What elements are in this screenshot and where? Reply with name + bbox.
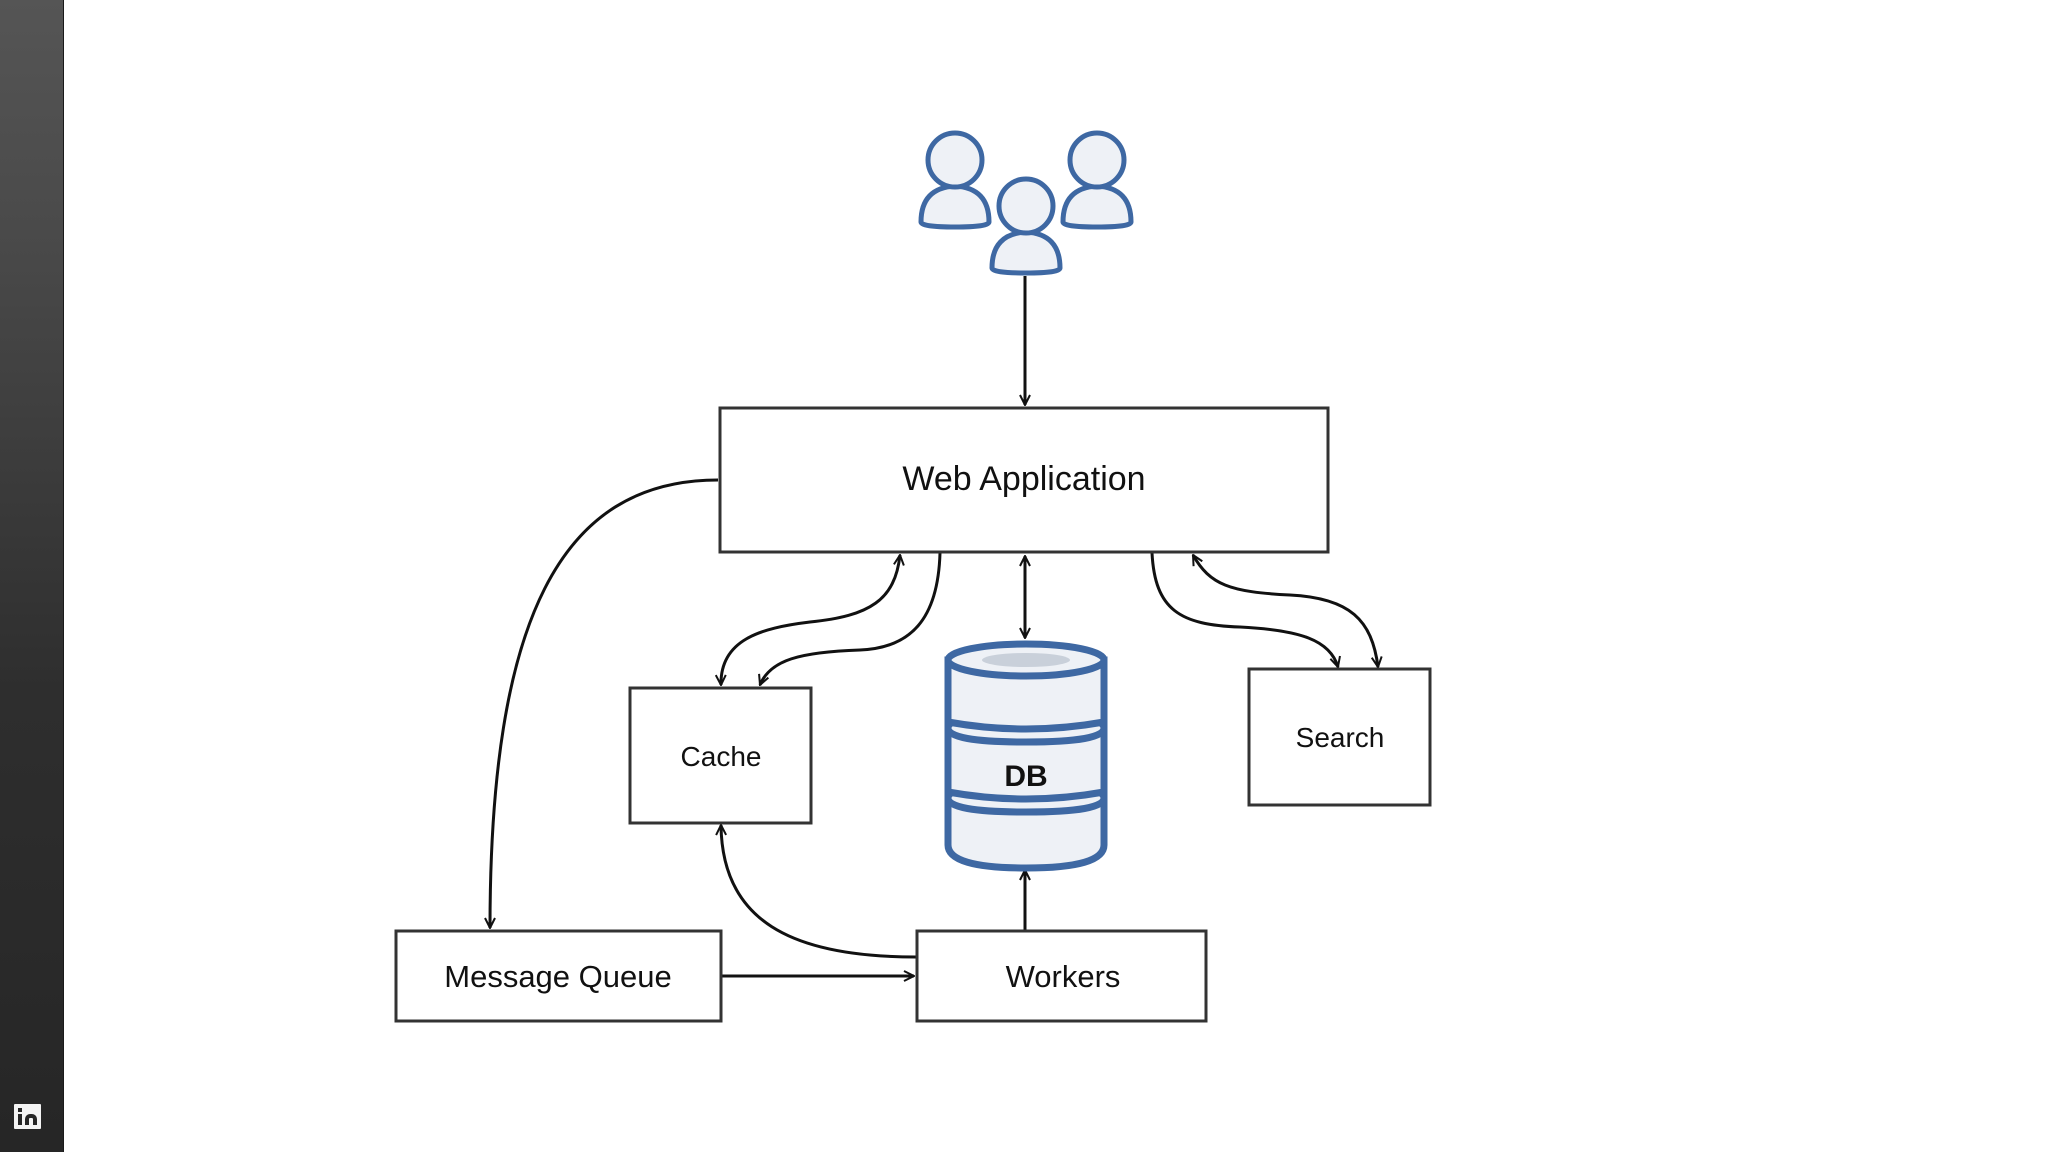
edge-webapp-search [1150,552,1338,667]
edge-webapp-cache [760,552,942,685]
web-application-node[interactable]: Web Application [718,406,1330,554]
user-icon-center [989,176,1063,276]
web-application-label: Web Application [902,460,1145,498]
cache-node[interactable]: Cache [628,686,813,825]
sidebar [0,0,64,1152]
cache-label: Cache [681,741,762,772]
edge-workers-cache [721,825,917,959]
search-label: Search [1296,722,1385,753]
workers-node[interactable]: Workers [915,929,1208,1023]
user-icon-left [918,130,992,230]
workers-label: Workers [1006,959,1121,994]
message-queue-node[interactable]: Message Queue [394,929,723,1023]
message-queue-label: Message Queue [444,959,671,994]
edge-search-webapp [1191,555,1378,667]
edge-cache-webapp [721,555,900,685]
search-node[interactable]: Search [1247,667,1432,807]
edge-webapp-messagequeue [490,478,719,928]
database-node[interactable]: DB [944,640,1108,872]
database-icon [944,640,1108,872]
user-icon-right [1060,130,1134,230]
linkedin-icon[interactable] [14,1104,41,1129]
database-label: DB [1004,760,1047,793]
database-top-ellipse [982,653,1070,667]
users-icon [918,130,1134,276]
